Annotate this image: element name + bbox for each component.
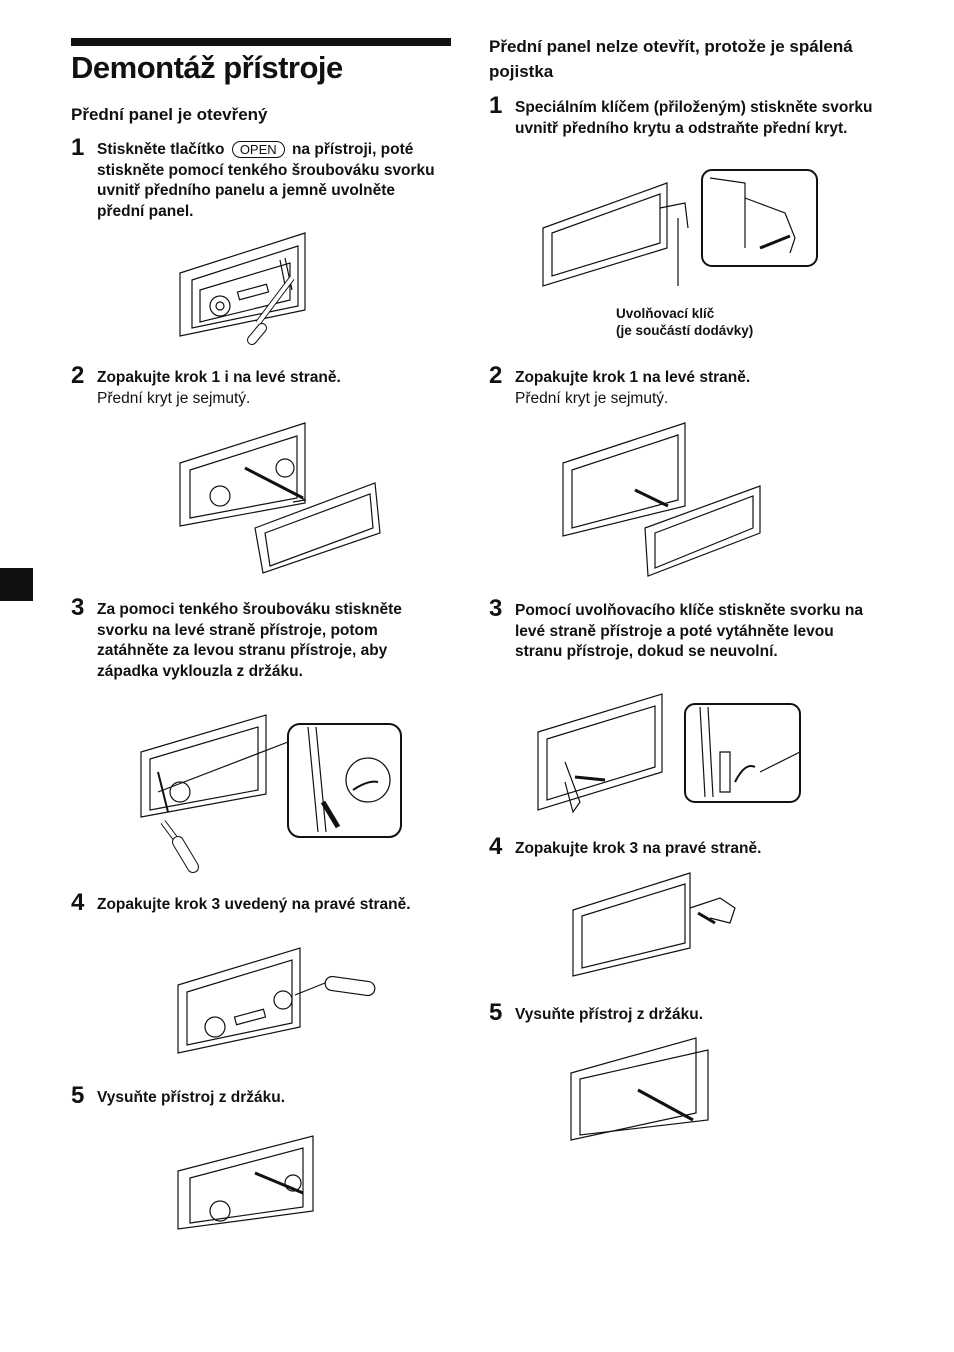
left-figure-5 [175,1133,325,1233]
right-step-2-bold: Zopakujte krok 1 na levé straně. [515,369,751,386]
right-step-3-bold: Pomocí uvolňovacího klíče stiskněte svor… [515,602,864,660]
release-key-caption-line-1: Uvolňovací klíč [616,306,715,321]
right-figure-2 [560,418,765,580]
section-tab [0,568,33,601]
left-step-5-number: 5 [71,1082,85,1109]
left-step-2-bold: Zopakujte krok 1 i na levé straně. [97,369,341,386]
right-step-2-text: Zopakujte krok 1 na levé straně. Přední … [515,368,860,409]
release-key-caption: Uvolňovací klíč (je součástí dodávky) [616,305,753,339]
left-step-4-number: 4 [71,889,85,916]
left-step-1-text: Stiskněte tlačítko OPEN na přístroji, po… [97,140,442,222]
page-title: Demontáž přístroje [71,50,343,85]
right-step-5-number: 5 [489,999,503,1026]
right-step-1-bold: Speciálním klíčem (přiloženým) stiskněte… [515,99,873,137]
right-figure-4 [570,868,740,980]
left-step-1-after: na přístroji, poté stiskněte pomocí tenk… [97,141,435,220]
left-step-4-text: Zopakujte krok 3 uvedený na pravé straně… [97,895,442,916]
right-step-2-number: 2 [489,362,503,389]
release-key-caption-line-2: (je součástí dodávky) [616,323,754,338]
left-step-1-before: Stiskněte tlačítko [97,141,225,158]
left-heading: Přední panel je otevřený [71,105,268,124]
right-step-3-text: Pomocí uvolňovacího klíče stiskněte svor… [515,601,875,663]
right-step-3-number: 3 [489,595,503,622]
left-step-2-text: Zopakujte krok 1 i na levé straně. Předn… [97,368,442,409]
left-figure-1 [170,228,330,343]
left-figure-2 [175,418,385,578]
right-figure-3 [535,692,805,814]
left-step-5-bold: Vysuňte přístroj z držáku. [97,1089,286,1106]
right-step-5-text: Vysuňte přístroj z držáku. [515,1005,860,1026]
right-step-4-number: 4 [489,833,503,860]
right-step-2-plain: Přední kryt je sejmutý. [515,389,669,407]
right-step-5-bold: Vysuňte přístroj z držáku. [515,1006,704,1023]
left-step-3-number: 3 [71,594,85,621]
right-step-4-text: Zopakujte krok 3 na pravé straně. [515,839,860,860]
left-step-4-bold: Zopakujte krok 3 uvedený na pravé straně… [97,896,411,913]
left-step-2-number: 2 [71,362,85,389]
title-rule [71,38,451,46]
right-figure-5 [568,1035,713,1143]
left-step-3-bold: Za pomoci tenkého šroubováku stiskněte s… [97,601,402,680]
right-step-1-text: Speciálním klíčem (přiloženým) stiskněte… [515,98,875,139]
right-step-1-number: 1 [489,92,503,119]
right-figure-1 [540,168,820,288]
right-heading: Přední panel nelze otevřít, protože je s… [489,37,853,81]
left-step-3-text: Za pomoci tenkého šroubováku stiskněte s… [97,600,452,682]
left-step-2-plain: Přední kryt je sejmutý. [97,389,251,407]
left-figure-3 [138,712,408,872]
right-step-4-bold: Zopakujte krok 3 na pravé straně. [515,840,762,857]
left-figure-4 [175,945,380,1060]
left-step-1-number: 1 [71,134,85,161]
open-button-label: OPEN [231,141,285,158]
left-step-5-text: Vysuňte přístroj z držáku. [97,1088,442,1109]
